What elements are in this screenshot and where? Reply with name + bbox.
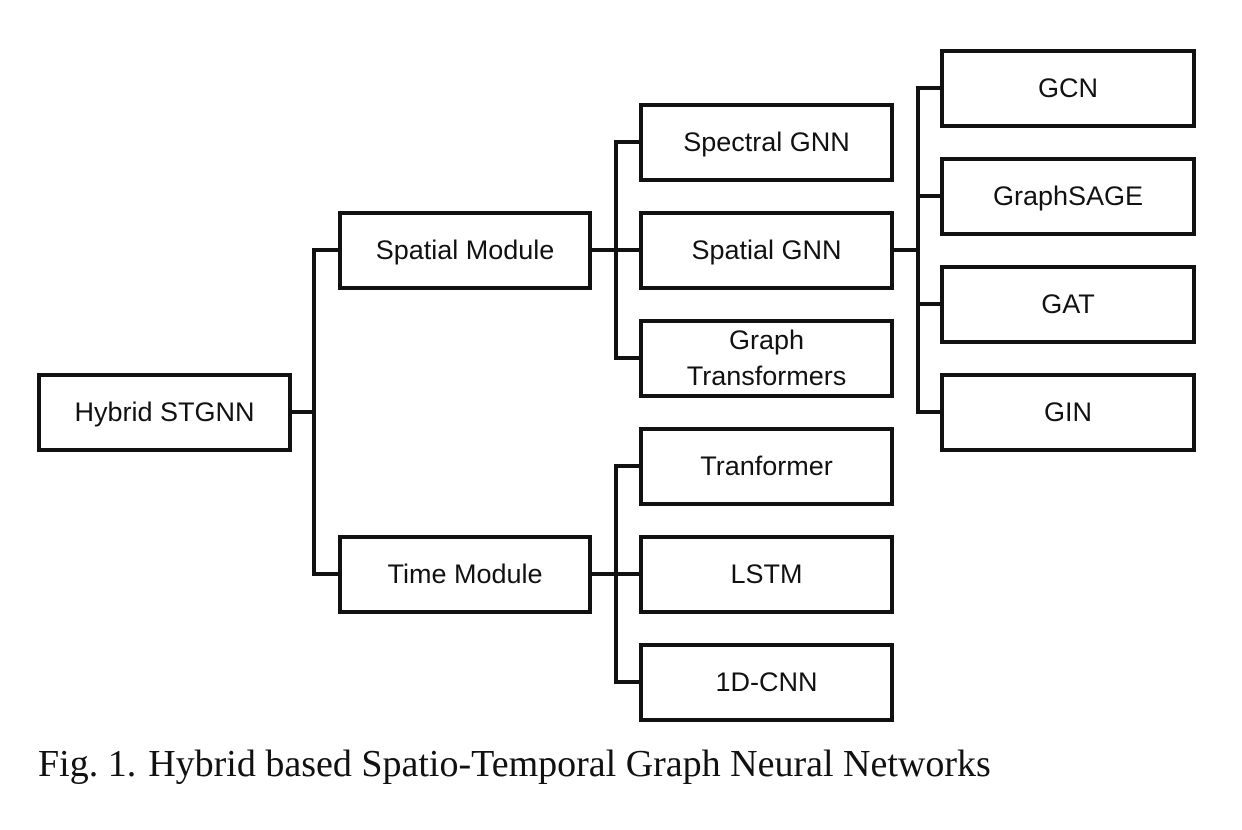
node-gcn-label: GCN [1038,72,1098,103]
node-graph-transformers-label-line1: Graph [728,324,805,355]
figure-caption-text: Hybrid based Spatio-Temporal Graph Neura… [148,743,991,785]
node-gcn: GCN [940,49,1196,128]
node-graph-transformers: Graph Transformers [639,319,894,398]
node-hybrid-stgnn-label: Hybrid STGNN [74,396,255,427]
node-tranformer-label: Tranformer [700,450,833,481]
node-time-module-label: Time Module [387,558,543,589]
node-spatial-module: Spatial Module [338,211,592,290]
node-spectral-gnn: Spectral GNN [639,103,894,182]
node-graphsage: GraphSAGE [940,157,1196,236]
node-spatial-module-label: Spatial Module [375,234,555,265]
figure-caption: Fig. 1. Hybrid based Spatio-Temporal Grap… [38,742,991,786]
node-hybrid-stgnn: Hybrid STGNN [37,373,292,452]
tree-diagram: Hybrid STGNN Spatial Module Time Module … [37,49,1196,722]
node-spectral-gnn-label: Spectral GNN [683,126,850,157]
node-graphsage-label: GraphSAGE [992,180,1144,211]
node-time-module: Time Module [338,535,592,614]
node-gat-label: GAT [1041,288,1095,319]
node-lstm: LSTM [639,535,894,614]
node-1d-cnn-label: 1D-CNN [715,666,818,697]
node-spatial-gnn: Spatial GNN [639,211,894,290]
connector-lines [288,86,944,684]
node-gat: GAT [940,265,1196,344]
node-gin-label: GIN [1043,396,1092,427]
node-graph-transformers-label-line2: Transformers [686,360,847,391]
node-1d-cnn: 1D-CNN [639,643,894,722]
node-spatial-gnn-label: Spatial GNN [691,234,842,265]
figure-caption-label: Fig. 1. [38,743,137,785]
node-gin: GIN [940,373,1196,452]
node-lstm-label: LSTM [730,558,803,589]
node-tranformer: Tranformer [639,427,894,506]
